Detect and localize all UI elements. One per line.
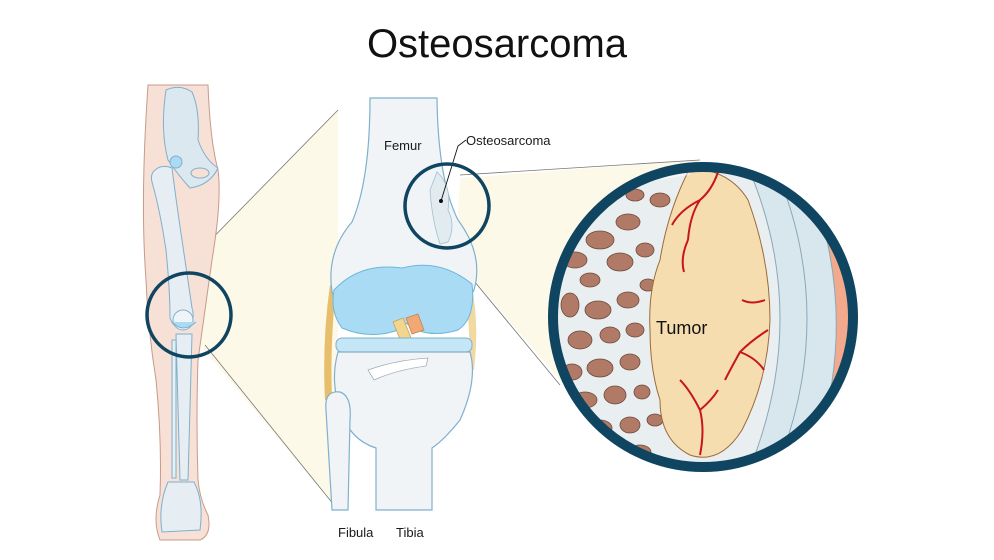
knee-joint bbox=[324, 97, 478, 511]
fibula-label: Fibula bbox=[338, 525, 374, 540]
zoom-cone-leg bbox=[189, 110, 338, 510]
leg-figure bbox=[142, 84, 220, 541]
osteosarcoma-label: Osteosarcoma bbox=[466, 133, 551, 148]
tibia-label: Tibia bbox=[396, 525, 424, 540]
tumor-closeup-ring bbox=[548, 162, 858, 472]
diagram-title: Osteosarcoma bbox=[366, 22, 628, 66]
leg-knee-ring bbox=[145, 271, 233, 359]
femur-label: Femur bbox=[384, 138, 422, 153]
tumor-label: Tumor bbox=[656, 318, 708, 338]
knee-tumor-ring bbox=[403, 162, 491, 250]
